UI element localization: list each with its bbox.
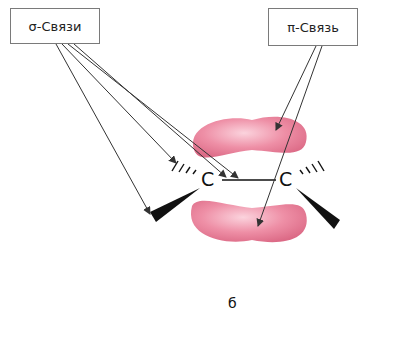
label-box: π-Связь bbox=[268, 8, 358, 46]
label-box: σ-Связи bbox=[10, 8, 100, 44]
figure-letter: б bbox=[228, 295, 237, 311]
atom-symbol: C bbox=[201, 168, 214, 190]
atom-symbol: C bbox=[279, 168, 292, 190]
box-label: σ-Связи bbox=[29, 19, 82, 34]
pi-lobe-bottom bbox=[191, 201, 307, 242]
leader-arrows bbox=[56, 44, 322, 226]
box-label: π-Связь bbox=[287, 20, 339, 35]
